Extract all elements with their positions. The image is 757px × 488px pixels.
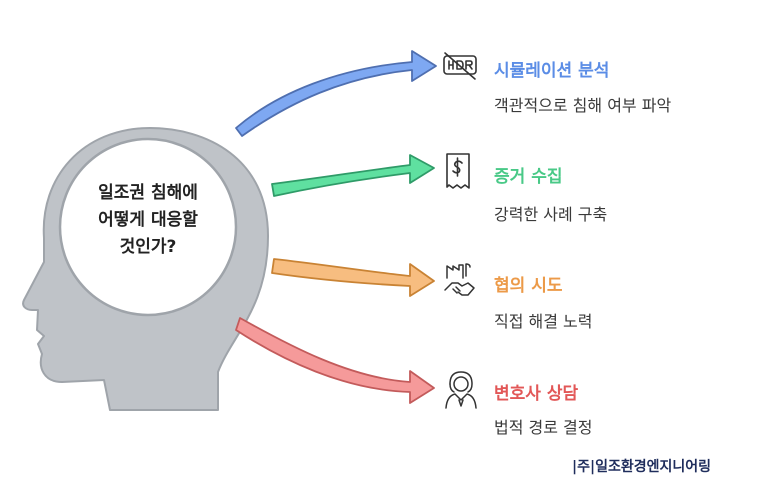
item-title-lawyer: 변호사 상담 <box>494 384 579 404</box>
lawyer-icon <box>445 371 477 409</box>
question-line: 것인가? <box>119 237 177 257</box>
arrow-negotiation <box>271 258 435 297</box>
item-desc-lawyer: 법적 경로 결정 <box>494 418 593 437</box>
question-line: 어떻게 대응할 <box>98 210 198 230</box>
handshake-factory-icon <box>444 263 475 296</box>
receipt-icon <box>446 153 470 189</box>
item-desc-simulation: 객관적으로 침해 여부 파악 <box>494 96 672 115</box>
arrow-evidence <box>271 154 435 197</box>
item-title-evidence: 증거 수집 <box>494 167 563 187</box>
central-question: 일조권 침해에 어떻게 대응할 것인가? <box>78 180 218 261</box>
item-title-negotiation: 협의 시도 <box>494 276 563 296</box>
item-title-simulation: 시뮬레이션 분석 <box>494 61 610 81</box>
thought-circle <box>58 137 238 317</box>
arrow-simulation <box>235 50 437 137</box>
question-line: 일조권 침해에 <box>98 183 198 203</box>
company-footer: |주|일조환경엔지니어링 <box>572 459 712 475</box>
arrow-lawyer <box>235 317 435 404</box>
hdr-off-icon <box>443 52 477 80</box>
item-desc-evidence: 강력한 사례 구축 <box>494 205 608 224</box>
item-desc-negotiation: 직접 해결 노력 <box>494 312 593 331</box>
